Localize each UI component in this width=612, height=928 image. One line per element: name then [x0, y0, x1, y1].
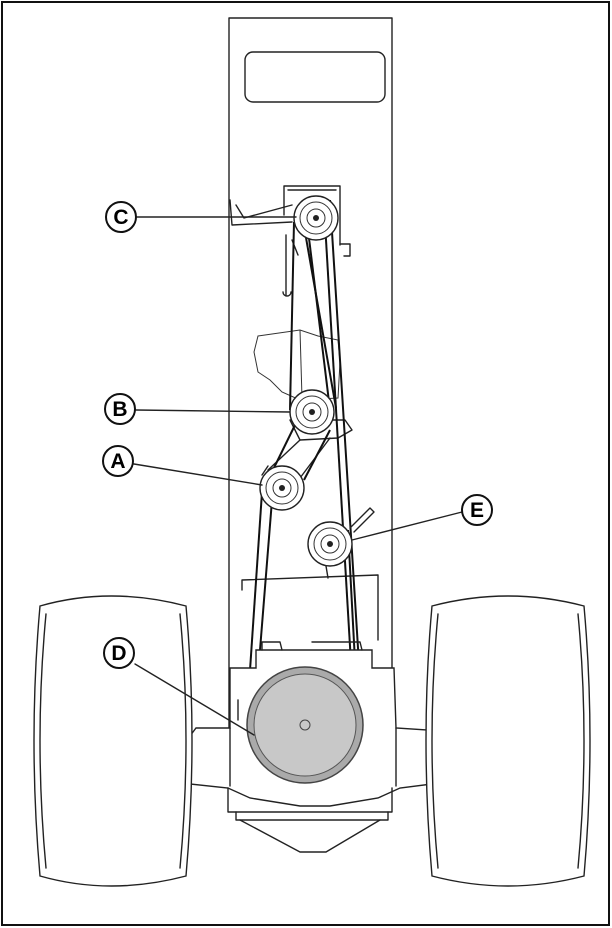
callout-e-label: E	[470, 499, 484, 522]
pulley-d	[246, 666, 364, 784]
callout-a-label: A	[110, 450, 125, 473]
callout-d: D	[103, 637, 135, 669]
rear-wheel-left	[33, 595, 193, 887]
pulley-a	[259, 465, 305, 511]
rear-wheel-right	[425, 595, 591, 887]
callout-b: B	[104, 393, 136, 425]
leader-lines	[133, 216, 463, 736]
callout-c: C	[105, 201, 137, 233]
idler-bracket-c	[229, 185, 351, 297]
pulley-c	[293, 195, 339, 241]
callout-e: E	[461, 494, 493, 526]
callout-d-label: D	[111, 642, 126, 665]
callout-a: A	[102, 445, 134, 477]
callout-c-label: C	[113, 206, 128, 229]
callout-b-label: B	[112, 398, 127, 421]
pulley-b	[289, 389, 335, 435]
pulley-e	[307, 507, 375, 579]
